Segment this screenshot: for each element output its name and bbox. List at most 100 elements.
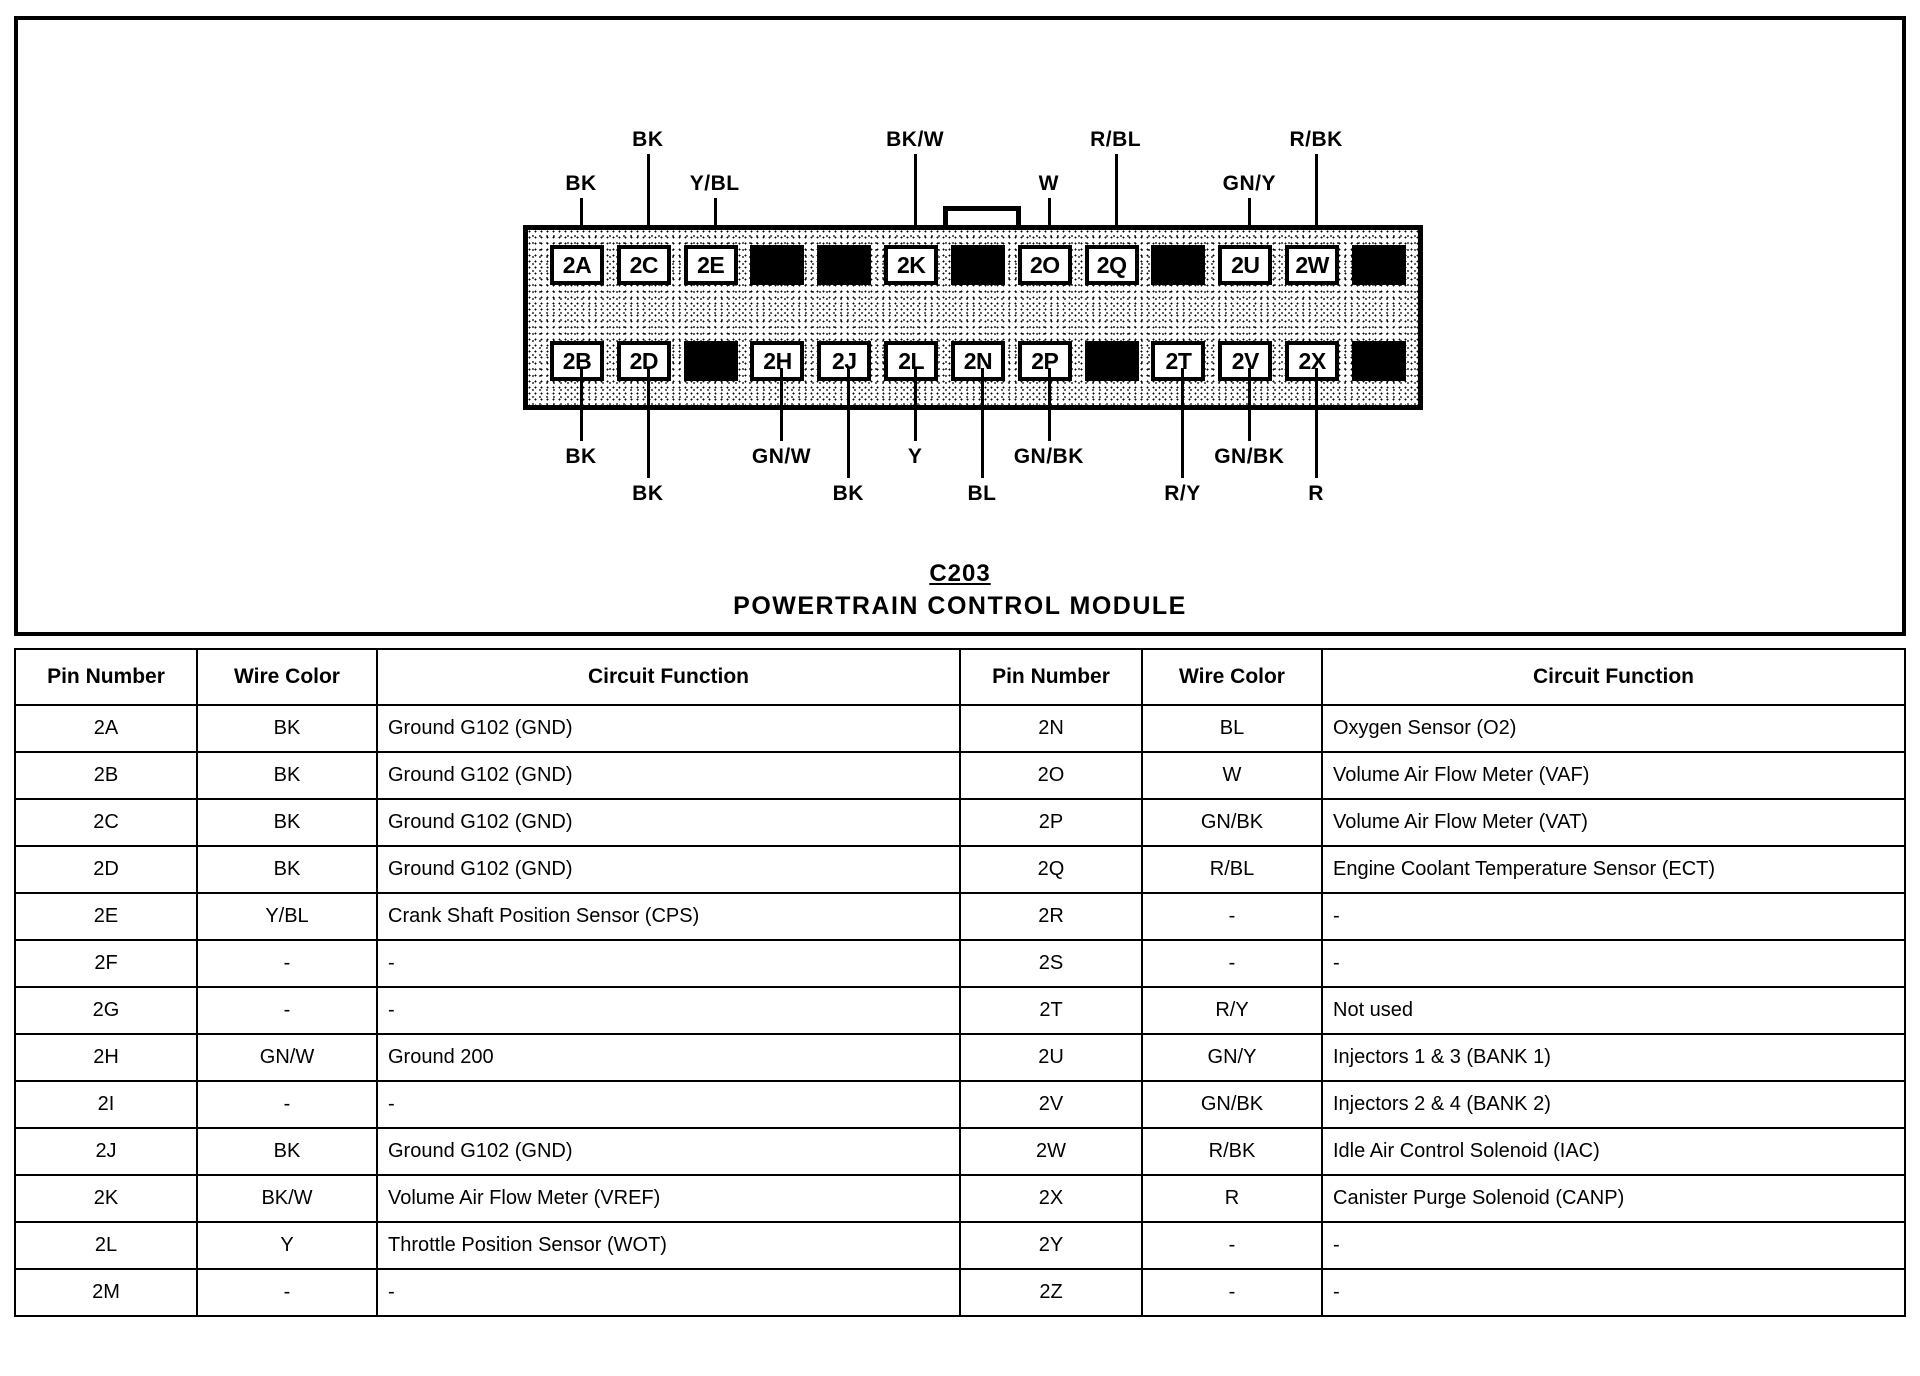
cell-pin-right: 2R bbox=[959, 892, 1143, 941]
top-row-empty-cavity bbox=[750, 245, 805, 285]
cell-function-right: - bbox=[1321, 939, 1906, 988]
cell-pin-right: 2S bbox=[959, 939, 1143, 988]
pin-2L: 2L bbox=[884, 341, 939, 381]
cell-function-left: Ground G102 (GND) bbox=[376, 1127, 961, 1176]
table-row: 2F--2S-- bbox=[14, 939, 1906, 988]
pin-2B: 2B bbox=[550, 341, 604, 381]
cell-pin-right: 2N bbox=[959, 704, 1143, 753]
pin-2C: 2C bbox=[616, 245, 671, 285]
cell-function-right: Volume Air Flow Meter (VAF) bbox=[1321, 751, 1906, 800]
cell-function-right: Injectors 1 & 3 (BANK 1) bbox=[1321, 1033, 1906, 1082]
bottom-leader-line-2B bbox=[580, 368, 583, 441]
cell-function-left: Ground 200 bbox=[376, 1033, 961, 1082]
top-leader-line-2Q bbox=[1114, 154, 1118, 265]
cell-color-left: BK/W bbox=[196, 1174, 378, 1223]
header-wire-color-left: Wire Color bbox=[196, 648, 378, 706]
bottom-wire-label-2D: BK bbox=[632, 482, 664, 505]
cell-color-right: GN/Y bbox=[1141, 1033, 1323, 1082]
header-wire-color-right: Wire Color bbox=[1141, 648, 1323, 706]
cell-pin-right: 2U bbox=[959, 1033, 1143, 1082]
bottom-leader-line-2H bbox=[780, 368, 784, 441]
cell-function-left: Ground G102 (GND) bbox=[376, 798, 961, 847]
cell-function-right: - bbox=[1321, 1221, 1906, 1270]
table-head: Pin Number Wire Color Circuit Function P… bbox=[14, 648, 1906, 706]
pin-2V: 2V bbox=[1218, 341, 1273, 381]
cell-color-left: Y/BL bbox=[196, 892, 378, 941]
cell-color-right: - bbox=[1141, 939, 1323, 988]
cell-function-right: Volume Air Flow Meter (VAT) bbox=[1321, 798, 1906, 847]
bottom-wire-label-2T: R/Y bbox=[1164, 482, 1201, 505]
pin-2O: 2O bbox=[1017, 245, 1072, 285]
connector-caption: C203 POWERTRAIN CONTROL MODULE bbox=[18, 560, 1902, 621]
bottom-row-empty-cavity bbox=[683, 341, 738, 381]
cell-pin-left: 2H bbox=[14, 1033, 198, 1082]
bottom-row-empty-cavity bbox=[1351, 341, 1406, 381]
bottom-leader-line-2D bbox=[646, 368, 650, 478]
bottom-wire-label-2L: Y bbox=[907, 445, 923, 468]
pin-assignment-table: Pin Number Wire Color Circuit Function P… bbox=[14, 648, 1906, 1317]
top-wire-label-2C: BK bbox=[632, 128, 664, 151]
pin-2K: 2K bbox=[884, 245, 939, 285]
bottom-wire-label-2N: BL bbox=[967, 482, 997, 505]
cell-pin-right: 2T bbox=[959, 986, 1143, 1035]
cell-color-right: - bbox=[1141, 1268, 1323, 1317]
bottom-leader-line-2V bbox=[1248, 368, 1252, 441]
cell-function-right: Not used bbox=[1321, 986, 1906, 1035]
cell-pin-right: 2Z bbox=[959, 1268, 1143, 1317]
cell-color-right: - bbox=[1141, 1221, 1323, 1270]
cell-color-left: - bbox=[196, 1080, 378, 1129]
pin-2T: 2T bbox=[1151, 341, 1206, 381]
top-wire-label-2E: Y/BL bbox=[689, 172, 740, 195]
pin-2X: 2X bbox=[1285, 341, 1340, 381]
bottom-leader-line-2N bbox=[980, 368, 984, 478]
pin-2Q: 2Q bbox=[1084, 245, 1139, 285]
table-row: 2M--2Z-- bbox=[14, 1268, 1906, 1317]
cell-color-left: BK bbox=[196, 704, 378, 753]
cell-color-right: R/BK bbox=[1141, 1127, 1323, 1176]
cell-pin-left: 2A bbox=[14, 704, 198, 753]
top-wire-label-2W: R/BK bbox=[1289, 128, 1343, 151]
cell-function-left: Ground G102 (GND) bbox=[376, 751, 961, 800]
table-header-row: Pin Number Wire Color Circuit Function P… bbox=[14, 648, 1906, 706]
cell-pin-right: 2O bbox=[959, 751, 1143, 800]
cell-pin-right: 2V bbox=[959, 1080, 1143, 1129]
top-wire-label-2Q: R/BL bbox=[1090, 128, 1142, 151]
header-circuit-function-right: Circuit Function bbox=[1321, 648, 1906, 706]
pin-2J: 2J bbox=[817, 341, 872, 381]
connector-latch-tab bbox=[943, 206, 1021, 228]
top-wire-label-2A: BK bbox=[565, 172, 597, 195]
pin-2W: 2W bbox=[1285, 245, 1340, 285]
cell-color-right: GN/BK bbox=[1141, 798, 1323, 847]
cell-function-right: Engine Coolant Temperature Sensor (ECT) bbox=[1321, 845, 1906, 894]
cell-pin-left: 2F bbox=[14, 939, 198, 988]
cell-pin-left: 2G bbox=[14, 986, 198, 1035]
header-pin-number-right: Pin Number bbox=[959, 648, 1143, 706]
cell-function-left: Crank Shaft Position Sensor (CPS) bbox=[376, 892, 961, 941]
bottom-wire-label-2H: GN/W bbox=[751, 445, 812, 468]
cell-color-left: BK bbox=[196, 845, 378, 894]
bottom-wire-label-2J: BK bbox=[832, 482, 864, 505]
cell-color-left: GN/W bbox=[196, 1033, 378, 1082]
pin-2N: 2N bbox=[950, 341, 1005, 381]
header-pin-number-left: Pin Number bbox=[14, 648, 198, 706]
cell-function-left: - bbox=[376, 986, 961, 1035]
cell-color-right: - bbox=[1141, 892, 1323, 941]
cell-color-right: GN/BK bbox=[1141, 1080, 1323, 1129]
cell-function-left: - bbox=[376, 939, 961, 988]
bottom-leader-line-2T bbox=[1181, 368, 1185, 478]
cell-pin-left: 2D bbox=[14, 845, 198, 894]
cell-function-right: Oxygen Sensor (O2) bbox=[1321, 704, 1906, 753]
connector-title-label: POWERTRAIN CONTROL MODULE bbox=[733, 592, 1187, 620]
